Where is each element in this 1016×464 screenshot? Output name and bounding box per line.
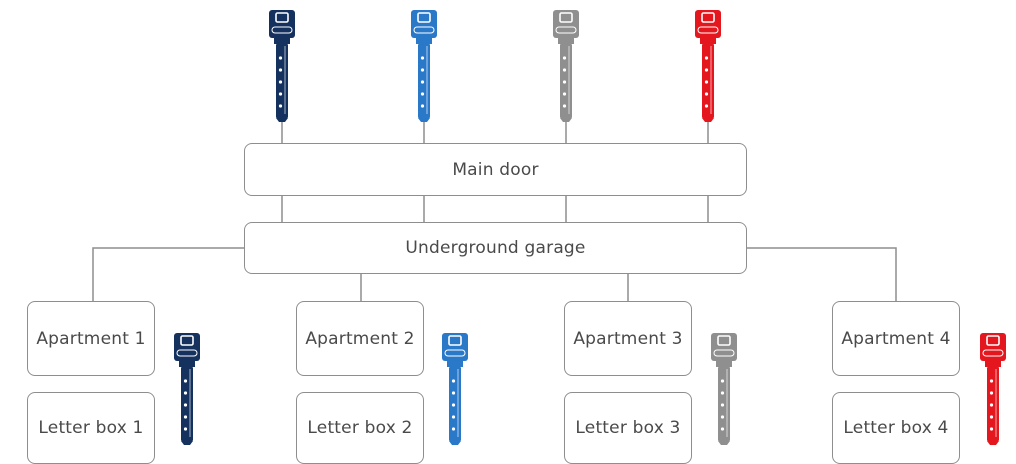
apartment-4-label: Apartment 4 — [841, 328, 951, 349]
key-icon-top-1 — [269, 10, 295, 122]
apartment-2-box: Apartment 2 — [296, 301, 424, 376]
key-icon-apartment-1 — [174, 333, 200, 445]
letter-box-1-box: Letter box 1 — [27, 392, 155, 464]
letter-box-4-box: Letter box 4 — [832, 392, 960, 464]
apartment-4-box: Apartment 4 — [832, 301, 960, 376]
letter-box-2-box: Letter box 2 — [296, 392, 424, 464]
apartment-2-label: Apartment 2 — [305, 328, 415, 349]
letter-box-1-label: Letter box 1 — [38, 418, 144, 438]
connector-lines — [92, 122, 897, 301]
underground-garage-box: Underground garage — [244, 222, 747, 274]
key-icon-apartment-4 — [980, 333, 1006, 445]
underground-garage-label: Underground garage — [405, 238, 586, 258]
key-icon-top-3 — [553, 10, 579, 122]
key-icon-apartment-3 — [711, 333, 737, 445]
key-icon-top-4 — [695, 10, 721, 122]
apartment-1-label: Apartment 1 — [36, 328, 146, 349]
main-door-box: Main door — [244, 143, 747, 196]
apartment-1-box: Apartment 1 — [27, 301, 155, 376]
connector-garage-apt4 — [746, 247, 897, 301]
letter-box-2-label: Letter box 2 — [307, 418, 413, 438]
connector-garage-apt1 — [92, 247, 244, 301]
main-door-label: Main door — [452, 159, 539, 180]
letter-box-3-box: Letter box 3 — [564, 392, 692, 464]
keys-layer — [174, 10, 1006, 445]
apartment-3-label: Apartment 3 — [573, 328, 683, 349]
apartment-3-box: Apartment 3 — [564, 301, 692, 376]
key-icon-apartment-2 — [442, 333, 468, 445]
letter-box-3-label: Letter box 3 — [575, 418, 681, 438]
key-icon-top-2 — [411, 10, 437, 122]
letter-box-4-label: Letter box 4 — [843, 418, 949, 438]
